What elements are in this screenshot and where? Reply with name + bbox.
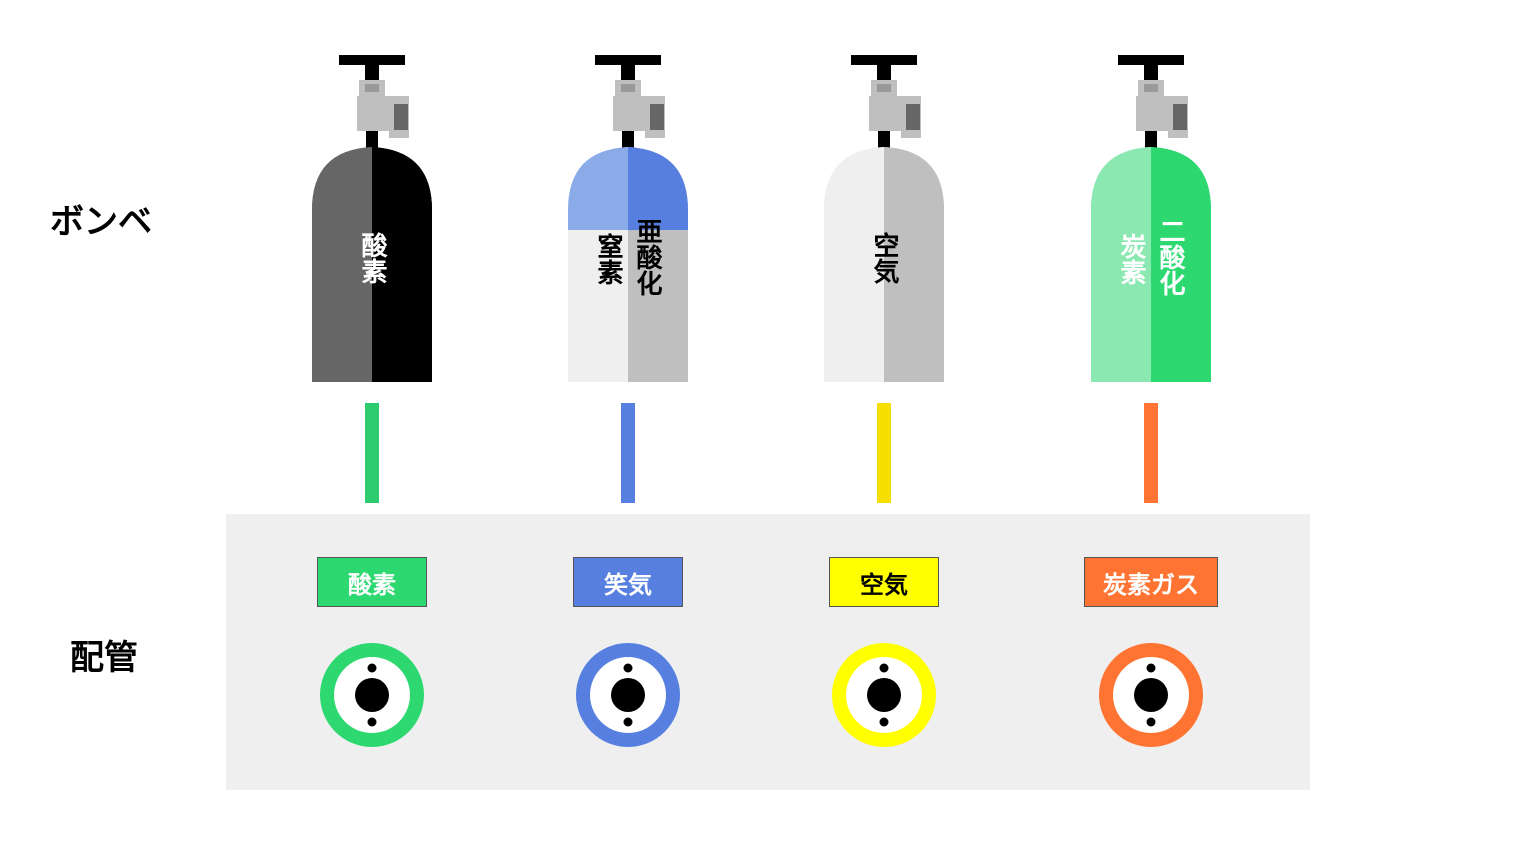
pipe-tag-nitrous: 笑気 <box>573 557 683 607</box>
valve-stem <box>1144 65 1158 80</box>
cylinder-label2-nitrous: 窒素 <box>593 233 623 285</box>
valve-stem <box>365 65 379 80</box>
valve-body <box>869 96 901 131</box>
outlet-hole <box>1134 678 1168 712</box>
cylinder-nitrous <box>568 55 688 382</box>
outlet-hole <box>867 678 901 712</box>
pipe-tag-oxygen: 酸素 <box>317 557 427 607</box>
outlet-pin-top <box>1146 663 1156 673</box>
outlet-pin-top <box>367 663 377 673</box>
connector-line-nitrous <box>621 403 635 503</box>
cylinder-label-oxygen: 酸素 <box>357 232 387 284</box>
connector-line-co2 <box>1144 403 1158 503</box>
outlet-hole <box>611 678 645 712</box>
pipe-tag-air: 空気 <box>829 557 939 607</box>
outlet-pin-top <box>623 663 633 673</box>
cylinder-shoulder-light <box>1091 147 1151 230</box>
valve-body <box>357 96 389 131</box>
valve-outlet-hole <box>906 104 920 130</box>
cylinder-shoulder-light <box>312 147 372 230</box>
valve-cap-center <box>877 84 891 92</box>
cylinder-co2 <box>1091 55 1211 382</box>
valve-neck <box>622 131 634 149</box>
pipe-tag-co2: 炭素ガス <box>1084 557 1218 607</box>
cylinder-label2-co2: 炭素 <box>1116 233 1146 285</box>
piping-row-label: 配管 <box>70 638 138 678</box>
pipe-outlet-air[interactable] <box>831 642 937 748</box>
valve-cap-center <box>1144 84 1158 92</box>
pipe-outlet-co2[interactable] <box>1098 642 1204 748</box>
outlet-hole <box>355 678 389 712</box>
valve-outlet-hole <box>394 104 408 130</box>
valve-handle <box>851 55 917 65</box>
valve-outlet-hole <box>650 104 664 130</box>
outlet-pin-bottom <box>367 717 377 727</box>
valve-stem <box>621 65 635 80</box>
pipe-outlet-oxygen[interactable] <box>319 642 425 748</box>
cylinder-shoulder-light <box>824 147 884 230</box>
connector-line-oxygen <box>365 403 379 503</box>
valve-cap-center <box>621 84 635 92</box>
valve-neck <box>366 131 378 149</box>
cylinder-row-label: ボンベ <box>50 202 152 242</box>
pipe-outlet-nitrous[interactable] <box>575 642 681 748</box>
outlet-pin-bottom <box>879 717 889 727</box>
valve-handle <box>1118 55 1184 65</box>
cylinder-shoulder-dark <box>884 147 944 230</box>
outlet-pin-bottom <box>1146 717 1156 727</box>
valve-handle <box>595 55 661 65</box>
cylinder-shoulder-light <box>568 147 628 230</box>
valve-body <box>1136 96 1168 131</box>
cylinder-label-air: 空気 <box>869 232 899 284</box>
cylinder-shoulder-dark <box>628 147 688 230</box>
valve-neck <box>1145 131 1157 149</box>
valve-outlet-hole <box>1173 104 1187 130</box>
cylinder-shoulder-dark <box>1151 147 1211 230</box>
outlet-pin-bottom <box>623 717 633 727</box>
outlet-pin-top <box>879 663 889 673</box>
cylinder-shoulder-dark <box>372 147 432 230</box>
valve-body <box>613 96 645 131</box>
cylinder-air <box>824 55 944 382</box>
cylinder-oxygen <box>312 55 432 382</box>
valve-handle <box>339 55 405 65</box>
cylinder-label-co2: 二酸化 <box>1155 218 1185 296</box>
valve-cap-center <box>365 84 379 92</box>
connector-line-air <box>877 403 891 503</box>
valve-neck <box>878 131 890 149</box>
valve-stem <box>877 65 891 80</box>
cylinder-label-nitrous: 亜酸化 <box>632 218 662 296</box>
